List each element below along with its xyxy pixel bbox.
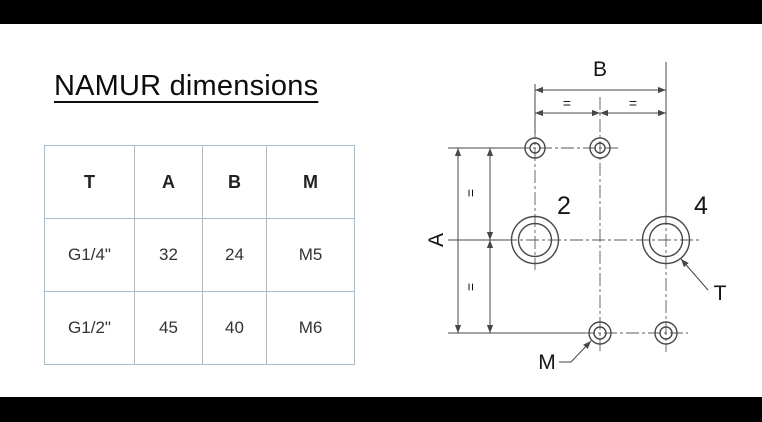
dim-b-label: B xyxy=(593,58,607,81)
port-2-inner xyxy=(517,222,553,258)
table-row: G1/2" 45 40 M6 xyxy=(44,291,355,365)
mount-leader-line xyxy=(559,340,592,363)
table-header-row: T A B M xyxy=(44,145,355,219)
port-4-outer xyxy=(641,215,691,265)
port-2-outer xyxy=(510,215,560,265)
mount-hole-top-left-inner xyxy=(529,142,541,154)
cell-m: M5 xyxy=(266,218,355,292)
mount-hole-top-left-outer xyxy=(524,137,546,159)
cell-a: 32 xyxy=(134,218,203,292)
col-header-a: A xyxy=(134,145,203,219)
hole-pattern xyxy=(510,137,691,345)
cell-a: 45 xyxy=(134,291,203,365)
cell-b: 24 xyxy=(202,218,267,292)
mount-hole-bottom-center-inner xyxy=(593,326,607,340)
mount-hole-bottom-right-outer xyxy=(654,321,678,345)
mount-hole-bottom-center-outer xyxy=(588,321,612,345)
dimensions-table: T A B M G1/4" 32 24 M5 G1/2" 45 40 M6 xyxy=(44,145,355,365)
port-4-inner xyxy=(648,222,684,258)
equal-mark: = xyxy=(563,95,571,111)
letterbox-bottom xyxy=(0,397,762,422)
callouts: 2 4 T M xyxy=(538,192,726,374)
namur-technical-drawing: B = = A = = xyxy=(425,58,727,374)
cell-thread: G1/4" xyxy=(44,218,135,292)
mount-hole-bottom-right-inner xyxy=(659,326,673,340)
equal-mark: = xyxy=(463,283,479,291)
mount-hole-top-center-inner xyxy=(594,142,606,154)
port-4-label: 4 xyxy=(694,192,708,220)
col-header-m: M xyxy=(266,145,355,219)
thread-label: T xyxy=(714,282,727,305)
dimension-b: B = = xyxy=(534,58,667,212)
mount-label: M xyxy=(538,351,556,374)
cell-b: 40 xyxy=(202,291,267,365)
mount-hole-top-center-outer xyxy=(589,137,611,159)
table-row: G1/4" 32 24 M5 xyxy=(44,218,355,292)
cell-thread: G1/2" xyxy=(44,291,135,365)
port-2-label: 2 xyxy=(557,192,571,220)
page-title: NAMUR dimensions xyxy=(54,70,319,102)
col-header-b: B xyxy=(202,145,267,219)
centerlines xyxy=(504,97,699,352)
dimension-a: A = = xyxy=(425,147,585,334)
col-header-thread: T xyxy=(44,145,135,219)
letterbox-top xyxy=(0,0,762,24)
dim-a-label: A xyxy=(425,233,448,247)
cell-m: M6 xyxy=(266,291,355,365)
thread-leader-line xyxy=(680,258,709,291)
equal-mark: = xyxy=(629,95,637,111)
equal-mark: = xyxy=(463,189,479,197)
